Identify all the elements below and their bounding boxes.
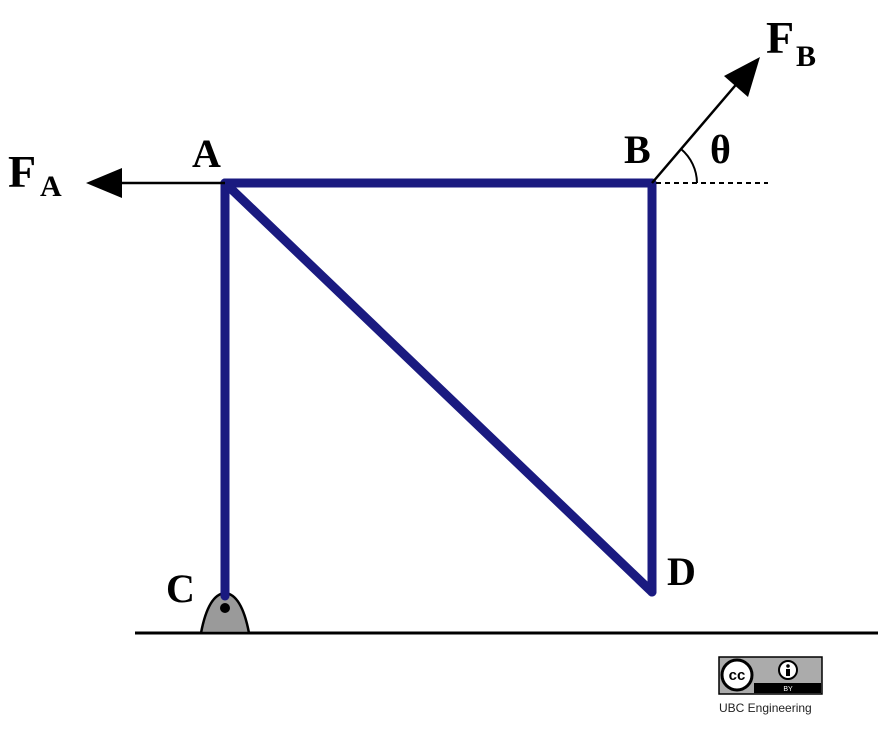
attribution-icon-body <box>786 669 790 676</box>
member-ad <box>220 178 657 597</box>
force-fb-letter: F <box>766 12 794 63</box>
force-fb-shaft <box>651 79 741 184</box>
truss-members <box>220 178 657 601</box>
force-fb-subscript: B <box>796 40 816 73</box>
force-fa-letter: F <box>8 146 36 197</box>
credit-text: UBC Engineering <box>719 701 812 715</box>
angle-label-theta: θ <box>710 127 731 172</box>
node-label-d: D <box>667 549 696 594</box>
cc-badge-bar <box>754 683 821 693</box>
cc-logo-text: cc <box>729 667 746 684</box>
attribution-icon-head <box>786 664 790 668</box>
cc-by-text: BY <box>783 686 793 693</box>
force-fa-subscript: A <box>40 170 62 203</box>
force-fa-arrowhead <box>86 168 122 198</box>
node-label-b: B <box>624 127 651 172</box>
node-label-c: C <box>166 566 195 611</box>
angle-arc <box>680 148 698 184</box>
force-fb-arrowhead <box>724 57 760 97</box>
cc-by-badge: cc BY <box>718 656 823 695</box>
pin-c <box>220 603 230 613</box>
node-label-a: A <box>192 131 221 176</box>
cc-logo-icon <box>720 658 754 692</box>
force-label-fb: F B <box>766 12 816 73</box>
force-label-fa: F A <box>8 146 62 203</box>
